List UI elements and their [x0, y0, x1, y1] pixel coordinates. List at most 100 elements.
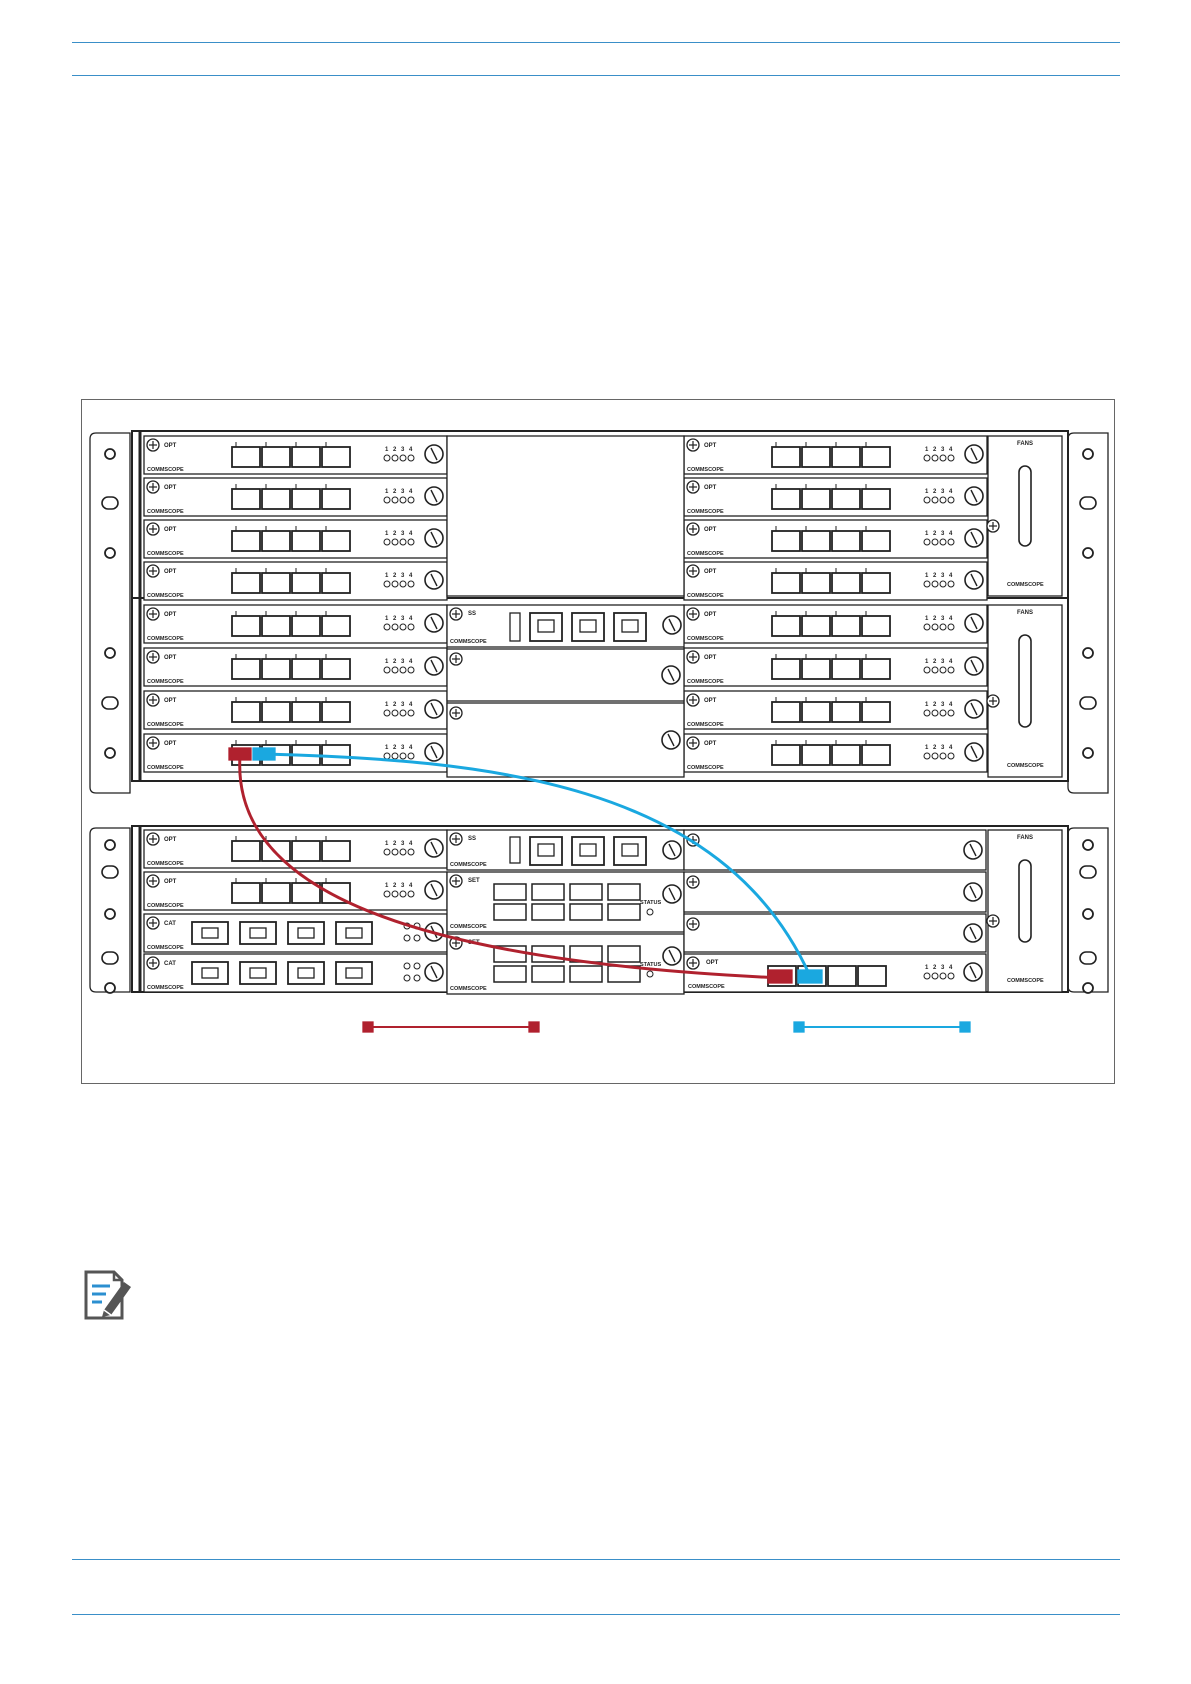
card-brand: COMMSCOPE	[147, 765, 184, 771]
led-number: 3	[941, 573, 945, 579]
status-led	[383, 709, 391, 717]
thumbscrew-slot	[668, 949, 676, 963]
status-led	[931, 496, 939, 504]
sfp-port	[861, 488, 891, 510]
sfp-port	[291, 840, 321, 862]
status-led	[399, 890, 407, 898]
card-brand: COMMSCOPE	[1007, 978, 1044, 984]
sfp-port	[321, 446, 351, 468]
mount-hole	[104, 647, 116, 659]
status-led	[947, 623, 955, 631]
sfp-port	[261, 658, 291, 680]
card-brand: COMMSCOPE	[687, 722, 724, 728]
status-led	[399, 496, 407, 504]
thumbscrew-slot	[668, 887, 676, 901]
thumbscrew-slot	[970, 702, 978, 716]
mount-hole	[1082, 647, 1094, 659]
mount-slot	[101, 496, 119, 510]
led-number: 3	[401, 883, 405, 889]
sfp-port	[861, 530, 891, 552]
blank-panel	[683, 913, 987, 953]
status-led	[391, 454, 399, 462]
led-number: 4	[409, 841, 413, 847]
header-rule-bottom	[72, 75, 1120, 76]
rj45-jack	[297, 927, 315, 939]
led-number: 2	[393, 447, 397, 453]
status-led	[923, 496, 931, 504]
status-led	[403, 934, 411, 942]
status-led	[931, 623, 939, 631]
card-label: SS	[468, 836, 476, 842]
status-led	[383, 538, 391, 546]
status-led	[931, 580, 939, 588]
card-label: OPT	[704, 741, 717, 747]
led-number: 2	[393, 841, 397, 847]
sfp-port	[861, 615, 891, 637]
status-led	[939, 580, 947, 588]
led-number: 4	[409, 489, 413, 495]
led-number: 2	[933, 616, 937, 622]
led-number: 3	[941, 659, 945, 665]
sfp-port	[801, 658, 831, 680]
rack-ear	[1067, 432, 1109, 794]
rj45-port	[493, 883, 527, 901]
note-pencil-icon	[80, 1268, 134, 1322]
card-label: OPT	[164, 698, 177, 704]
card-brand: COMMSCOPE	[450, 862, 487, 868]
rj45-port	[531, 903, 565, 921]
led-number: 1	[925, 659, 929, 665]
set-card	[446, 871, 685, 933]
status-label: STATUS	[640, 900, 662, 906]
status-led	[383, 752, 391, 760]
card-label: OPT	[704, 569, 717, 575]
sfp-port	[831, 615, 861, 637]
led-number: 1	[925, 447, 929, 453]
sfp-port	[291, 446, 321, 468]
status-led	[407, 890, 415, 898]
thumbscrew-slot	[970, 531, 978, 545]
cable-connector-blue	[797, 969, 823, 984]
card-label: OPT	[164, 485, 177, 491]
status-led	[399, 454, 407, 462]
status-led	[923, 580, 931, 588]
cable-blue	[263, 752, 812, 977]
rj45-port	[569, 883, 603, 901]
card-brand: COMMSCOPE	[450, 924, 487, 930]
rj45-port	[569, 903, 603, 921]
led-number: 4	[949, 489, 953, 495]
status-led	[407, 709, 415, 717]
status-led	[383, 848, 391, 856]
status-led	[931, 752, 939, 760]
sfp-port	[857, 965, 887, 987]
sfp-port	[231, 701, 261, 723]
rj45-jack	[345, 967, 363, 979]
sfp-port	[771, 701, 801, 723]
sfp-port	[321, 615, 351, 637]
led-number: 1	[925, 531, 929, 537]
status-led	[939, 496, 947, 504]
rj45-port	[531, 883, 565, 901]
sfp-port	[771, 530, 801, 552]
sfp-port	[291, 530, 321, 552]
fan-handle	[1018, 634, 1032, 728]
sfp-port	[321, 530, 351, 552]
sfp-port	[231, 840, 261, 862]
sfp-port	[291, 572, 321, 594]
card-brand: COMMSCOPE	[147, 636, 184, 642]
led-number: 3	[941, 616, 945, 622]
fan-label: FANS	[1017, 835, 1033, 841]
thumbscrew-slot	[668, 843, 676, 857]
rj45-jack	[345, 927, 363, 939]
card-brand: COMMSCOPE	[147, 467, 184, 473]
sfp-port	[861, 658, 891, 680]
led-number: 1	[385, 616, 389, 622]
fan-label: FANS	[1017, 610, 1033, 616]
legend-blue-end	[959, 1021, 971, 1033]
thumbscrew-slot	[969, 843, 977, 857]
status-led	[931, 454, 939, 462]
status-led	[931, 709, 939, 717]
usb-port	[509, 612, 521, 642]
led-number: 1	[385, 745, 389, 751]
led-number: 1	[925, 573, 929, 579]
mount-slot	[101, 865, 119, 879]
